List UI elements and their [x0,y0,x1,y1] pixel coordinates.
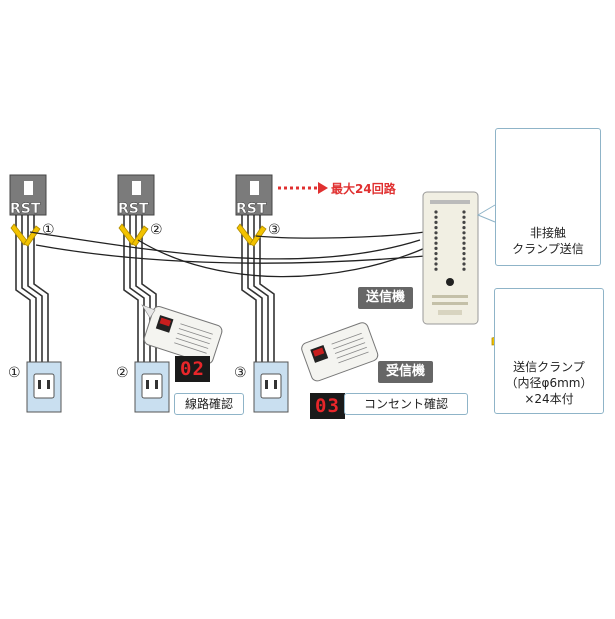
transmitter-indicator-dot [434,262,438,266]
circuit-number-3-top: ③ [268,222,281,238]
wires-circuit-1 [15,215,49,362]
transmitter-indicator-dot [434,246,438,250]
transmitter-indicator-dot [462,246,466,250]
transmitter-indicator-dot [462,252,466,256]
transmitter-indicator-dot [462,262,466,266]
transmitter-indicator-dot [462,215,466,219]
code-03: 03 [310,393,345,419]
max-circuits-arrow [278,182,328,194]
transmitter-indicator-dot [462,241,466,245]
transmitter-indicator-dot [434,226,438,230]
transmitter-indicator-dot [434,210,438,214]
transmitter-indicator-dot [434,252,438,256]
circuit-number-3-bottom: ③ [234,365,247,381]
transmitter-tag: 送信機 [358,287,414,309]
transmitter-indicator-dot [434,257,438,261]
callout-outlet-check: コンセント確認 [344,393,468,415]
code-02: 02 [175,356,210,382]
receiver-device-wire-check [143,306,223,365]
transmitter-indicator-dot [462,231,466,235]
receiver-device-outlet-check [301,322,379,382]
transmitter-indicator-dot [434,231,438,235]
receiver-tag: 受信機 [378,361,434,383]
circuit-number-2-top: ② [150,222,163,238]
callout-noncontact: 非接触 クランプ送信 [495,128,601,266]
callout-clamp-line2: （内径φ6mm） [505,376,593,390]
transmitter-indicator-dot [462,257,466,261]
circuit-number-1-bottom: ① [8,365,21,381]
transmitter-indicator-dot [434,220,438,224]
transmitter-indicator-dots [434,210,466,271]
transmitter-indicator-dot [462,226,466,230]
transmitter-indicator-dot [462,220,466,224]
transmitter-indicator-dot [434,241,438,245]
callout-noncontact-line2: クランプ送信 [512,242,584,256]
wires-circuit-3 [241,215,275,362]
transmitter-indicator-dot [462,236,466,240]
outlet-2 [134,361,170,413]
transmitter-indicator-dot [462,210,466,214]
callout-noncontact-line1: 非接触 [529,226,566,240]
circuit-number-2-bottom: ② [116,365,129,381]
breaker-label-3: RST [236,201,267,217]
clamp-cables [29,231,426,278]
transmitter-indicator-dot [434,215,438,219]
callout-clamp: 送信クランプ （内径φ6mm） ×24本付 [494,288,604,414]
callout-wire-check: 線路確認 [174,393,244,415]
breaker-label-2: RST [118,201,149,217]
callout-clamp-line1: 送信クランプ [513,360,585,374]
outlet-1 [26,361,62,413]
callout-clamp-line3: ×24本付 [524,392,574,406]
transmitter-indicator-dot [434,236,438,240]
outlet-3 [253,361,289,413]
transmitter-device [422,191,479,325]
transmitter-indicator-dot [462,267,466,271]
breaker-label-1: RST [10,201,41,217]
transmitter-indicator-dot [434,267,438,271]
max-circuits-label: 最大24回路 [331,182,396,196]
